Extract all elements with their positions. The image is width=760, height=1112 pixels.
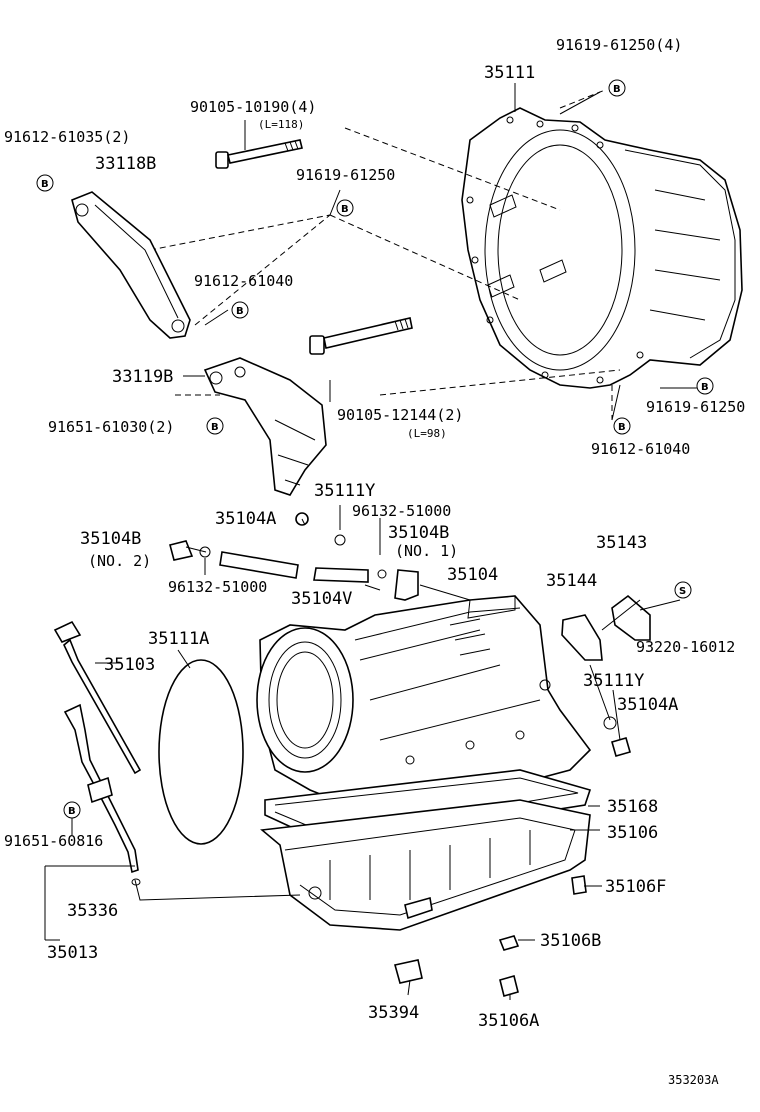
label-35111a: 35111A: [148, 629, 209, 649]
label-90105-10190: 90105-10190(4): [190, 98, 316, 116]
badge-b-icon: B: [336, 199, 354, 217]
label-91612-61035: 91612-61035(2): [4, 128, 130, 146]
plug-35106a: [499, 975, 519, 997]
label-no1: (NO. 1): [395, 542, 458, 560]
label-91651-61030: 91651-61030(2): [48, 418, 174, 436]
label-35106a: 35106A: [478, 1011, 539, 1031]
svg-text:B: B: [68, 806, 76, 817]
bracket-35144: [561, 614, 603, 661]
label-91619-61250-b: 91619-61250: [646, 398, 745, 416]
label-96132-51000-b: 96132-51000: [168, 578, 267, 596]
svg-text:B: B: [236, 306, 244, 317]
dipstick-35103: [53, 620, 142, 775]
label-35111: 35111: [484, 63, 535, 83]
label-33119b: 33119B: [112, 367, 173, 387]
diagram-reference-code: 353203A: [668, 1073, 719, 1087]
svg-text:B: B: [41, 179, 49, 190]
svg-text:B: B: [618, 422, 626, 433]
label-91619-61250-a: 91619-61250: [296, 166, 395, 184]
badge-b-icon: B: [206, 417, 224, 435]
label-no2: (NO. 2): [88, 552, 151, 570]
label-35013: 35013: [47, 943, 98, 963]
bolt-90105-10190: [215, 139, 303, 169]
fitting-35104b-no1: [334, 534, 419, 601]
magnet-35394: [394, 959, 423, 984]
badge-b-icon: B: [63, 801, 81, 819]
label-35144: 35144: [546, 571, 597, 591]
label-35106f: 35106F: [605, 877, 666, 897]
label-91651-60816: 91651-60816: [4, 832, 103, 850]
badge-b-icon: B: [613, 417, 631, 435]
badge-b-icon: B: [231, 301, 249, 319]
label-35104a-b: 35104A: [617, 695, 678, 715]
bracket-35143: [611, 594, 651, 641]
label-35111y-b: 35111Y: [583, 671, 644, 691]
bracket-33118b: [71, 191, 191, 339]
svg-text:B: B: [341, 204, 349, 215]
hose-35104v: [219, 551, 369, 583]
label-93220-16012: 93220-16012: [636, 638, 735, 656]
label-35394: 35394: [368, 1003, 419, 1023]
filler-tube-35013: [63, 703, 141, 886]
oil-pan-35106: [260, 799, 591, 931]
label-35168: 35168: [607, 797, 658, 817]
fitting-35104b-no2: [169, 540, 211, 561]
label-96132-51000-a: 96132-51000: [352, 502, 451, 520]
bell-housing: [461, 107, 743, 389]
label-35106b: 35106B: [540, 931, 601, 951]
plug-35106f: [571, 875, 587, 895]
svg-text:B: B: [701, 382, 709, 393]
bolt-90105-12144: [309, 317, 413, 355]
svg-text:B: B: [211, 422, 219, 433]
badge-s-icon: S: [674, 581, 692, 599]
label-35143: 35143: [596, 533, 647, 553]
label-91612-61040-b: 91612-61040: [591, 440, 690, 458]
label-35111y-a: 35111Y: [314, 481, 375, 501]
o-ring-35111y-b: [603, 716, 617, 730]
plug-35104a-b: [611, 737, 631, 757]
svg-text:B: B: [613, 84, 621, 95]
label-33118b: 33118B: [95, 154, 156, 174]
gasket-35106b: [498, 935, 520, 951]
label-35104: 35104: [447, 565, 498, 585]
label-35336: 35336: [67, 901, 118, 921]
o-ring-35111a: [158, 659, 244, 845]
badge-b-icon: B: [36, 174, 54, 192]
label-90105-12144: 90105-12144(2): [337, 406, 463, 424]
badge-b-icon: B: [608, 79, 626, 97]
badge-b-icon: B: [696, 377, 714, 395]
label-35104v: 35104V: [291, 589, 352, 609]
label-35106: 35106: [607, 823, 658, 843]
label-91619-61250-4: 91619-61250(4): [556, 36, 682, 54]
label-l118: (L=118): [258, 118, 304, 131]
bracket-33119b: [203, 357, 327, 496]
label-l98: (L=98): [407, 427, 447, 440]
label-35104b-no2: 35104B: [80, 529, 141, 549]
label-35103: 35103: [104, 655, 155, 675]
label-35104a-a: 35104A: [215, 509, 276, 529]
transmission-case: [256, 595, 592, 811]
label-91612-61040-a: 91612-61040: [194, 272, 293, 290]
svg-text:S: S: [679, 586, 686, 597]
label-35104b-no1: 35104B: [388, 523, 449, 543]
